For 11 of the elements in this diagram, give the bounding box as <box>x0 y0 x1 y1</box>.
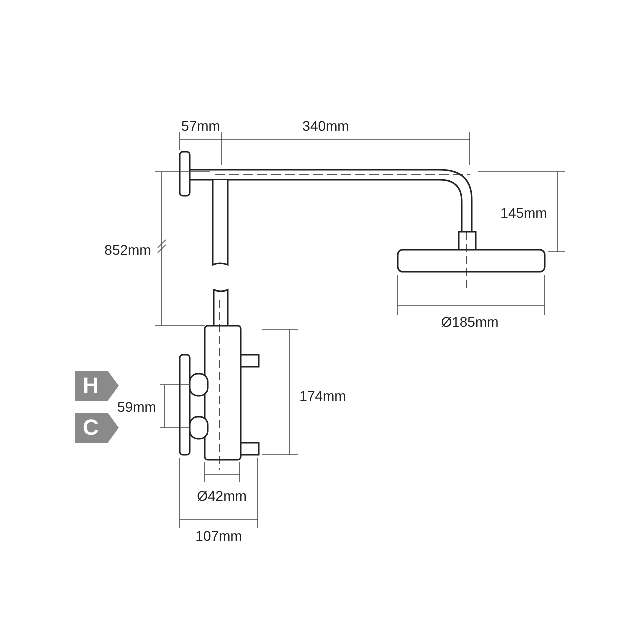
dimension-label: Ø42mm <box>196 488 248 504</box>
dimension-label: Ø185mm <box>440 314 500 330</box>
dimension-label: 59mm <box>116 399 158 415</box>
hot-water-tag: H <box>75 371 119 401</box>
dimension-label: 107mm <box>194 528 244 544</box>
dimension-label: 57mm <box>180 118 222 134</box>
dimension-label: 174mm <box>298 388 348 404</box>
cold-water-tag: C <box>75 413 119 443</box>
dimension-label: 340mm <box>302 118 350 134</box>
dimension-label: 852mm <box>104 242 152 258</box>
dimension-label: 145mm <box>500 205 548 221</box>
